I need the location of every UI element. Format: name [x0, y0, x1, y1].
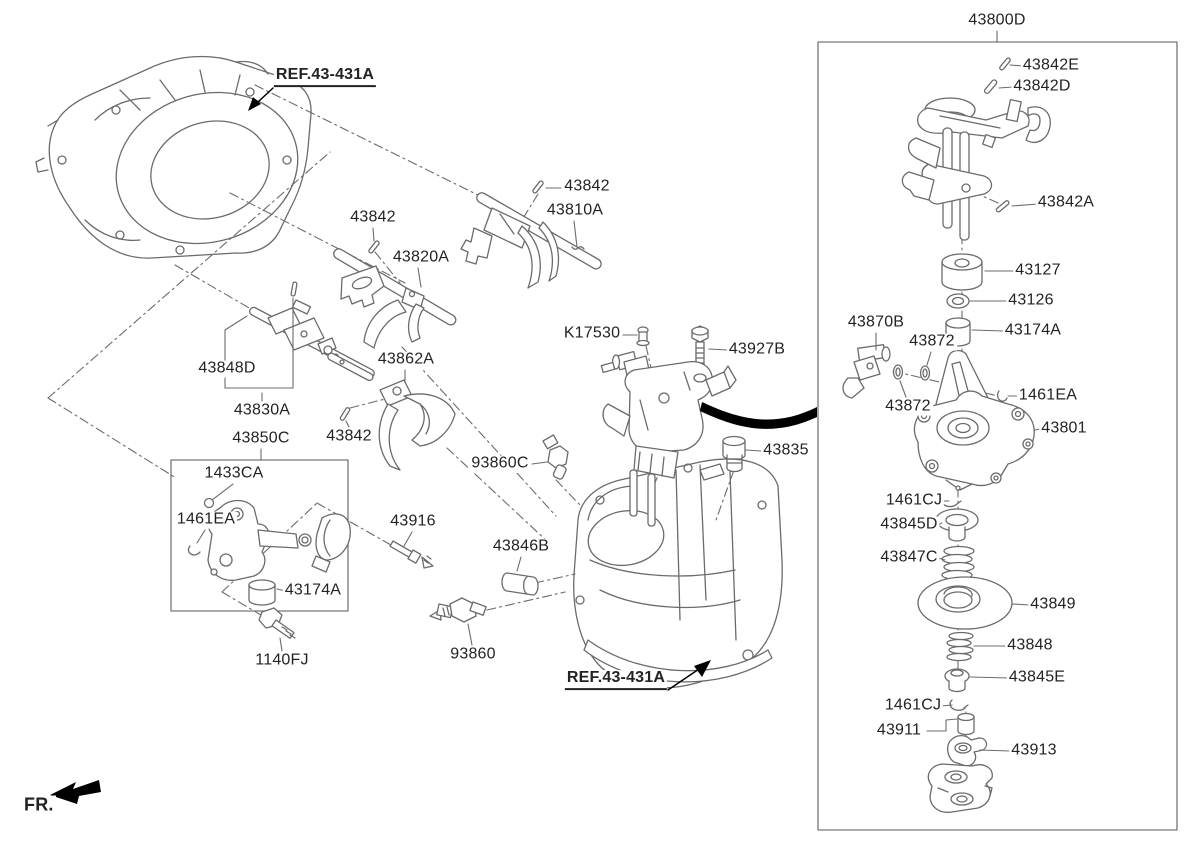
fork-43810a-drawing	[460, 192, 602, 289]
part-label-43830a: 43830A	[231, 401, 293, 420]
part-label-43810a: 43810A	[544, 201, 606, 220]
part-label-43848: 43848	[1005, 636, 1055, 655]
fr-arrow	[50, 780, 101, 804]
part-label-43842e: 43842E	[1020, 56, 1082, 75]
part-label-1461cj: 1461CJ	[883, 491, 945, 510]
part-label-43842d: 43842D	[1011, 77, 1073, 96]
part-label-43848d: 43848D	[196, 359, 258, 378]
part-label-1140fj: 1140FJ	[253, 651, 311, 670]
part-label-43801: 43801	[1039, 419, 1089, 438]
pointer-swoosh	[700, 402, 817, 429]
part-label-43846b: 43846B	[490, 537, 552, 556]
part-label-k17530: K17530	[561, 324, 623, 343]
part-label-43870b: 43870B	[845, 313, 907, 332]
part-label-93860c: 93860C	[469, 454, 531, 473]
plug-43835-drawing	[722, 435, 746, 473]
part-label-43872: 43872	[907, 332, 957, 351]
bolt-1140fj-drawing	[258, 607, 296, 640]
part-label-43916: 43916	[388, 512, 438, 531]
roll-pins	[290, 57, 1011, 421]
interlock-assembly-drawing	[901, 97, 1051, 241]
bolt-43916-drawing	[389, 540, 434, 569]
part-label-43927b: 43927B	[726, 340, 788, 359]
bolt-43927b-drawing	[691, 325, 709, 369]
part-label-43849: 43849	[1028, 595, 1078, 614]
plug-43846b-drawing	[501, 572, 539, 596]
leader-lines	[196, 30, 1041, 752]
part-label-43850c: 43850C	[230, 429, 292, 448]
part-label-43842: 43842	[324, 427, 374, 446]
part-label-43862a: 43862A	[375, 350, 437, 369]
part-label-43845e: 43845E	[1006, 668, 1068, 687]
part-label-43174a: 43174A	[282, 581, 344, 600]
ref-arrows	[248, 87, 711, 691]
bell-housing-drawing	[35, 55, 312, 259]
shift-control-assembly-drawing	[600, 350, 737, 527]
sensor-93860c-drawing	[542, 434, 569, 480]
ref-top-arrowhead	[248, 97, 261, 111]
part-label-43911: 43911	[874, 721, 924, 740]
part-label-43842: 43842	[348, 208, 398, 227]
ref-link-top[interactable]: REF.43-431A	[273, 66, 377, 87]
ref-bottom-arrowhead	[694, 660, 711, 677]
fork-43862a-drawing	[378, 379, 456, 471]
part-label-43174a: 43174A	[1002, 321, 1064, 340]
part-label-43127: 43127	[1013, 261, 1063, 280]
part-label-1461ea: 1461EA	[174, 510, 238, 529]
part-label-43842a: 43842A	[1035, 193, 1097, 212]
part-label-93860: 93860	[448, 645, 498, 664]
part-label-43126: 43126	[1006, 291, 1056, 310]
detail-stack-parts	[842, 253, 1035, 813]
part-label-1461cj: 1461CJ	[882, 696, 944, 715]
sensor-93860-drawing	[429, 597, 487, 623]
part-label-43820a: 43820A	[390, 248, 452, 267]
part-label-43800d: 43800D	[966, 11, 1028, 30]
construction-lines	[47, 84, 999, 741]
fork-43820a-drawing	[333, 248, 457, 349]
shaft-43830a-drawing	[249, 299, 375, 382]
part-label-43913: 43913	[1009, 741, 1059, 760]
gearbox-drawing	[573, 458, 783, 689]
part-label-1461ea: 1461EA	[1016, 386, 1080, 405]
part-label-43845d: 43845D	[878, 515, 940, 534]
part-label-1433ca: 1433CA	[202, 464, 266, 483]
bolt-k17530-drawing	[636, 326, 650, 347]
part-label-43847c: 43847C	[878, 548, 940, 567]
part-label-43835: 43835	[761, 441, 811, 460]
fr-indicator: FR.	[22, 794, 56, 815]
part-label-43842: 43842	[562, 177, 612, 196]
ref-link-bottom[interactable]: REF.43-431A	[564, 669, 668, 690]
part-label-43872: 43872	[883, 397, 933, 416]
